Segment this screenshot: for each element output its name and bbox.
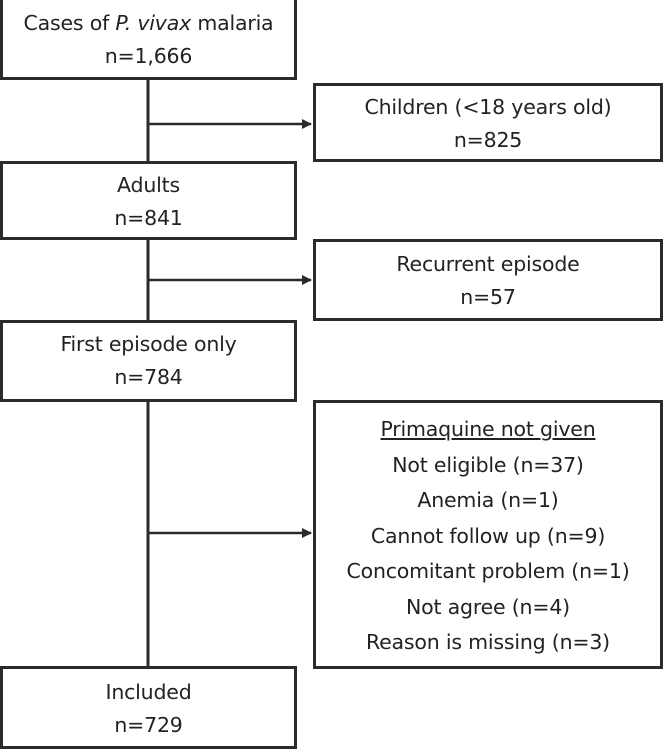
children-title: Children (<18 years old)	[364, 95, 612, 119]
primaquine-reason-item: Not agree (n=4)	[406, 594, 570, 619]
box-included: Included n=729	[0, 666, 297, 749]
primaquine-reason-item: Reason is missing (n=3)	[366, 630, 610, 654]
box-primaquine-not-given: Primaquine not given Not eligible (n=37)…	[313, 400, 663, 669]
primaquine-reason-item: Anemia (n=1)	[417, 488, 559, 512]
primaquine-reason-item: Concomitant problem (n=1)	[346, 559, 630, 583]
cases-title-prefix: Cases of	[23, 11, 116, 35]
box-children: Children (<18 years old) n=825	[313, 83, 663, 162]
box-first-episode: First episode only n=784	[0, 320, 297, 402]
box-adults: Adults n=841	[0, 161, 297, 240]
box-cases: Cases of P. vivax malaria n=1,666	[0, 0, 297, 80]
included-count: n=729	[114, 713, 183, 737]
first-episode-count: n=784	[114, 365, 183, 389]
cases-title-suffix: malaria	[191, 11, 274, 35]
children-count: n=825	[453, 128, 523, 152]
included-title: Included	[105, 680, 192, 704]
primaquine-heading: Primaquine not given	[380, 417, 596, 441]
cases-title: Cases of P. vivax malaria	[3, 7, 294, 40]
adults-title: Adults	[117, 173, 180, 197]
cases-count: n=1,666	[104, 44, 193, 68]
cases-title-species: P. vivax	[115, 11, 192, 35]
first-episode-title: First episode only	[60, 332, 237, 356]
primaquine-reason-item: Not eligible (n=37)	[392, 452, 584, 477]
adults-count: n=841	[114, 206, 183, 230]
recurrent-title: Recurrent episode	[396, 252, 580, 276]
primaquine-reason-item: Cannot follow up (n=9)	[370, 523, 606, 548]
recurrent-count: n=57	[460, 285, 516, 309]
box-recurrent: Recurrent episode n=57	[313, 239, 663, 321]
